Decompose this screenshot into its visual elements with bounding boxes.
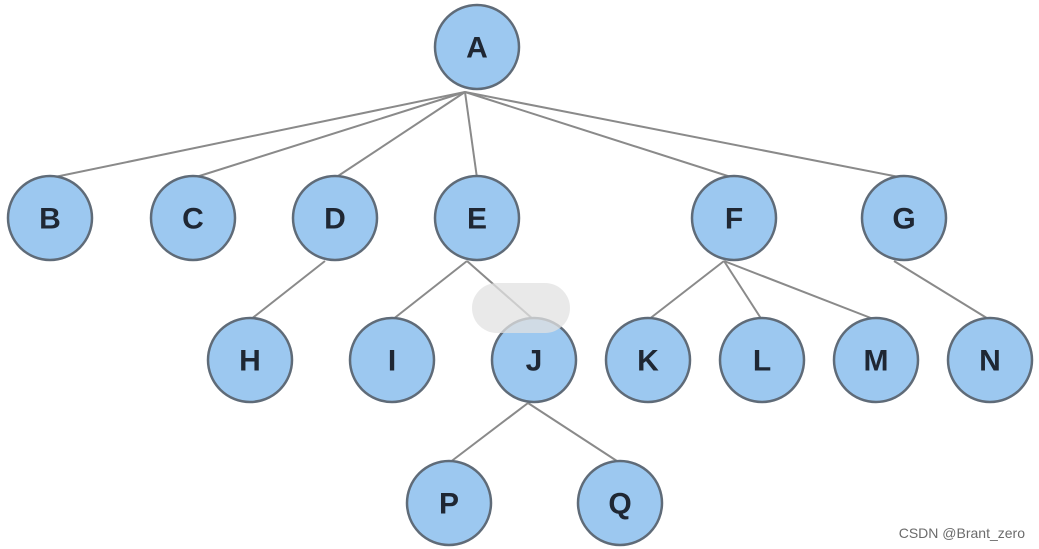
node-D: D	[291, 174, 379, 262]
edge-F-K	[647, 260, 725, 321]
node-label-B: B	[39, 203, 61, 236]
node-label-P: P	[439, 488, 459, 521]
node-circle-I	[348, 316, 436, 404]
node-L: L	[718, 316, 806, 404]
edge-J-Q	[527, 402, 621, 464]
node-circle-D	[291, 174, 379, 262]
edge-A-D	[334, 91, 466, 179]
node-circle-K	[604, 316, 692, 404]
node-circle-B	[6, 174, 94, 262]
node-label-J: J	[526, 345, 543, 378]
node-label-I: I	[388, 345, 396, 378]
node-circle-C	[149, 174, 237, 262]
node-E: E	[433, 174, 521, 262]
edge-A-B	[49, 91, 466, 179]
edge-J-P	[448, 402, 529, 464]
node-label-A: A	[466, 32, 488, 65]
tree-nodes: A B C D E F G H I J K L M N P Q	[6, 3, 1034, 547]
node-circle-L	[718, 316, 806, 404]
watermark-blob	[472, 283, 570, 333]
node-label-Q: Q	[608, 488, 631, 521]
node-B: B	[6, 174, 94, 262]
node-label-G: G	[892, 203, 915, 236]
node-F: F	[690, 174, 778, 262]
node-M: M	[832, 316, 920, 404]
edge-G-N	[893, 260, 991, 321]
node-G: G	[860, 174, 948, 262]
edge-F-L	[723, 260, 763, 321]
edge-E-I	[391, 260, 468, 321]
node-N: N	[946, 316, 1034, 404]
edge-F-M	[723, 260, 877, 321]
node-label-F: F	[725, 203, 743, 236]
node-K: K	[604, 316, 692, 404]
edge-A-G	[464, 91, 905, 179]
node-circle-A	[433, 3, 521, 91]
node-circle-F	[690, 174, 778, 262]
watermark-text: CSDN @Brant_zero	[898, 525, 1025, 541]
node-A: A	[433, 3, 521, 91]
node-circle-M	[832, 316, 920, 404]
node-label-N: N	[979, 345, 1001, 378]
node-circle-G	[860, 174, 948, 262]
node-P: P	[405, 459, 493, 547]
edge-A-C	[192, 91, 466, 179]
node-circle-H	[206, 316, 294, 404]
edge-A-E	[464, 91, 478, 179]
node-circle-P	[405, 459, 493, 547]
tree-edges	[49, 91, 991, 464]
node-label-M: M	[864, 345, 889, 378]
node-J: J	[490, 316, 578, 404]
node-circle-Q	[576, 459, 664, 547]
edge-D-H	[249, 260, 326, 321]
node-label-D: D	[324, 203, 346, 236]
node-label-E: E	[467, 203, 487, 236]
node-H: H	[206, 316, 294, 404]
node-Q: Q	[576, 459, 664, 547]
node-I: I	[348, 316, 436, 404]
edge-A-F	[464, 91, 735, 179]
node-C: C	[149, 174, 237, 262]
node-circle-N	[946, 316, 1034, 404]
node-label-L: L	[753, 345, 771, 378]
node-label-H: H	[239, 345, 261, 378]
node-circle-E	[433, 174, 521, 262]
node-label-K: K	[637, 345, 659, 378]
node-label-C: C	[182, 203, 204, 236]
